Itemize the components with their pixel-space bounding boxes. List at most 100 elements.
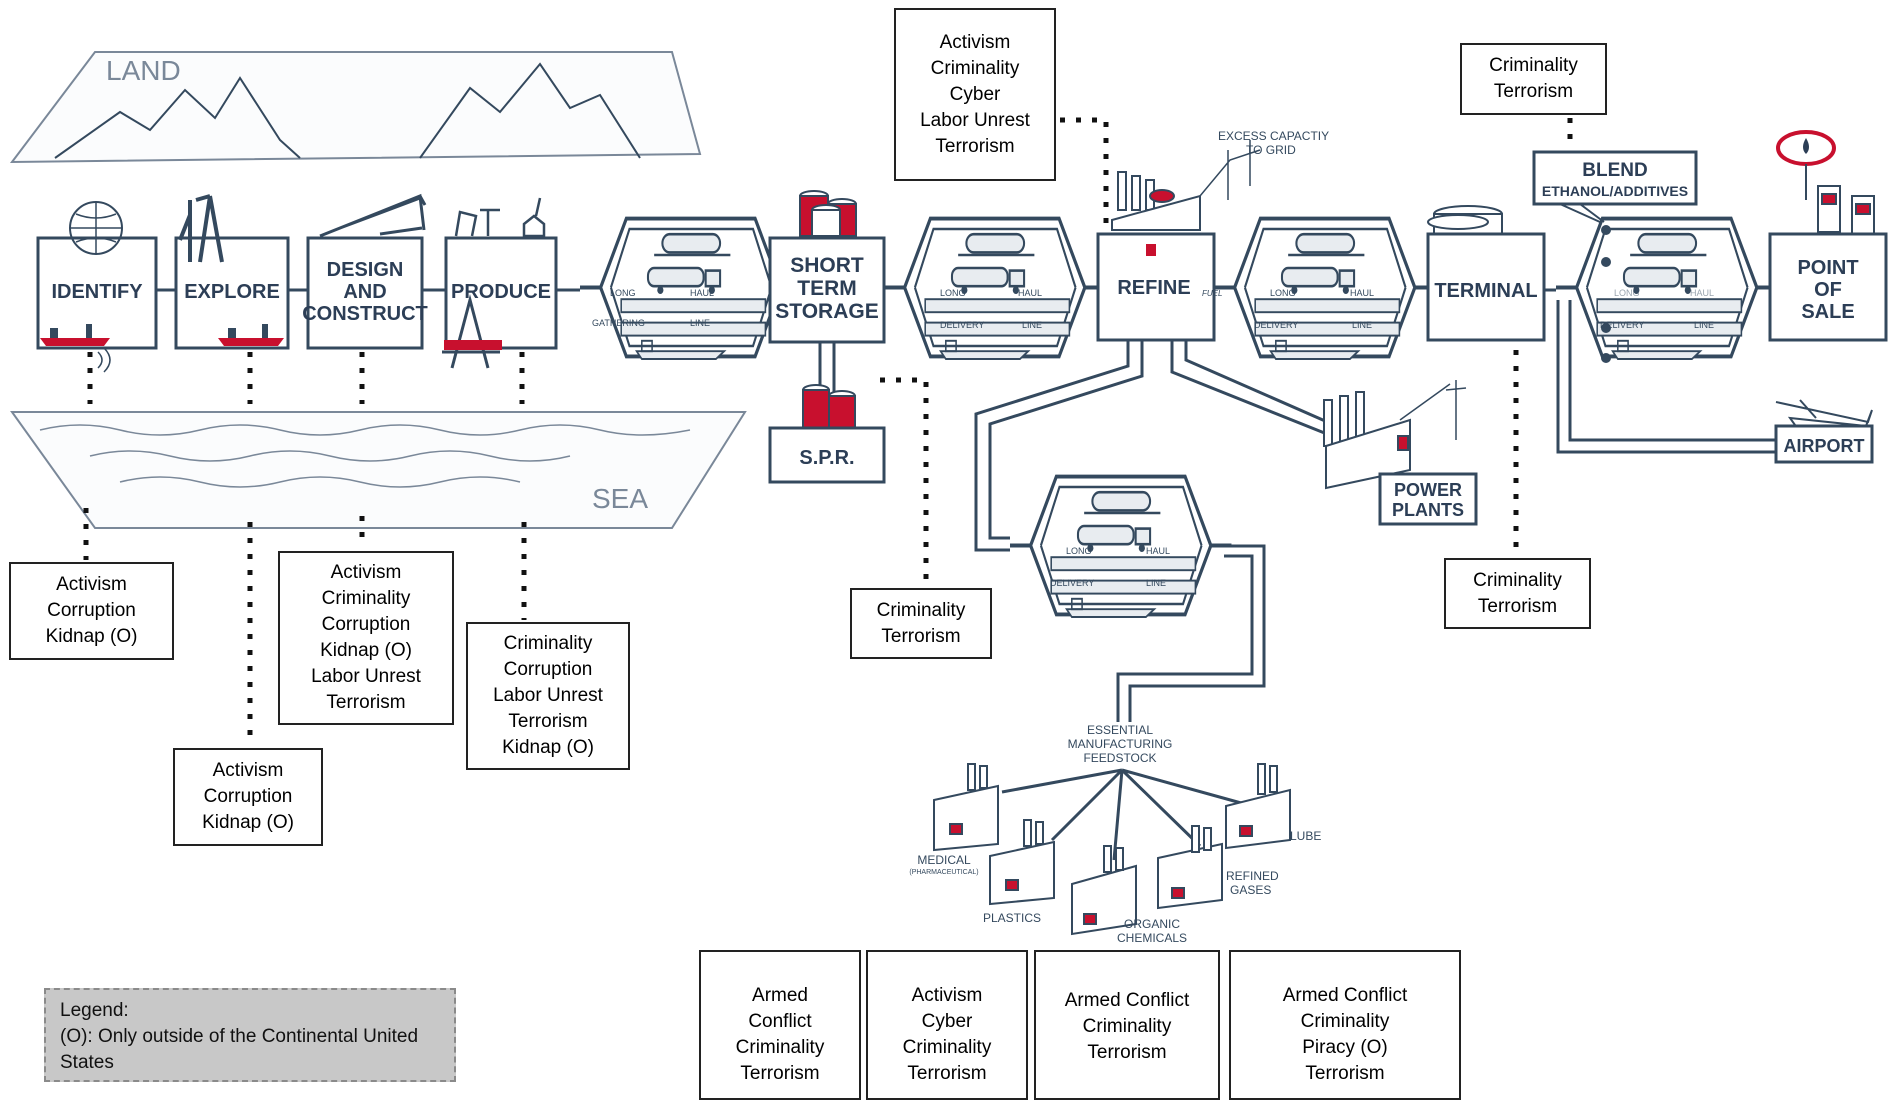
factory-icons <box>933 763 1291 936</box>
risk-box-pipeline: Activism Cyber Criminality Terrorism <box>866 950 1028 1100</box>
risk-item: Activism <box>330 562 402 583</box>
risk-item: Criminality <box>1300 1011 1390 1032</box>
risk-box-storage: Criminality Terrorism <box>850 588 992 659</box>
pos-label-1: POINT <box>1797 257 1858 279</box>
fuel-label: FUEL <box>1202 289 1222 298</box>
design-stage <box>306 236 424 350</box>
point-of-sale-stage <box>1768 232 1888 342</box>
risk-item: Criminality <box>876 599 966 621</box>
risk-box-identify: Activism Corruption Kidnap (O) <box>9 562 174 660</box>
spr-label: S.P.R. <box>799 447 854 469</box>
lube-label: LUBE <box>1290 829 1321 843</box>
risk-item: Criminality <box>1082 1016 1172 1037</box>
line-label-2: LINE <box>1022 320 1042 330</box>
storage-label-2: TERM <box>797 277 857 300</box>
line-label-3: LINE <box>1352 320 1372 330</box>
airport-label: AIRPORT <box>1784 436 1865 456</box>
risk-item: Activism <box>212 760 284 781</box>
risk-item: Criminality <box>1489 55 1578 76</box>
risk-item: Terrorism <box>881 625 961 647</box>
power-plant-icon <box>1323 391 1411 490</box>
legend-title: Legend: <box>60 1000 129 1021</box>
design-label-1: DESIGN <box>327 259 404 281</box>
spr-tanks-icon <box>802 384 856 433</box>
mountains-right <box>419 62 641 159</box>
short-term-storage-stage <box>768 236 886 344</box>
risk-item: Labor Unrest <box>920 109 1030 131</box>
risk-item: Piracy (O) <box>1302 1037 1388 1058</box>
risk-leader-lines <box>83 117 1573 744</box>
feedstock-trunk <box>1116 544 1266 722</box>
power-plant-pipe <box>1170 340 1333 438</box>
sea-panel <box>10 411 747 529</box>
risk-box-truck: Armed Conflict Criminality Terrorism <box>1034 950 1220 1100</box>
airport-stage <box>1774 424 1874 464</box>
ship-icon <box>40 324 284 346</box>
haul-label-5: HAUL <box>1146 546 1170 556</box>
feedstock-title-3: FEEDSTOCK <box>1083 751 1156 765</box>
risk-item: Activism <box>911 985 983 1006</box>
risk-item: Kidnap (O) <box>202 812 294 833</box>
refinery-icon <box>1111 171 1201 231</box>
risk-item: Terrorism <box>1305 1063 1385 1084</box>
power-plants-label-1: POWER <box>1394 480 1462 500</box>
risk-item: Terrorism <box>508 711 588 732</box>
sea-label: SEA <box>592 483 648 514</box>
risk-item: Corruption <box>503 659 593 680</box>
risk-item: Criminality <box>902 1037 992 1058</box>
pos-label-3: SALE <box>1801 301 1854 323</box>
risk-box-terminal: Criminality Terrorism <box>1444 558 1591 629</box>
feedstock-pipe <box>974 340 1144 552</box>
risk-item: Terrorism <box>1477 595 1558 617</box>
line-label-1: LINE <box>690 318 710 328</box>
long-label-3: LONG <box>1270 288 1296 298</box>
upstream-chain <box>36 236 580 350</box>
power-plants-stage <box>1378 472 1478 526</box>
power-line-icon-2 <box>1399 380 1467 440</box>
risk-item: Kidnap (O) <box>502 737 594 758</box>
blend-connectors <box>1559 203 1605 223</box>
haul-label-1: HAUL <box>690 288 714 298</box>
risk-item: Terrorism <box>1087 1042 1167 1063</box>
long-label-2: LONG <box>940 288 966 298</box>
risk-item: Activism <box>939 31 1011 53</box>
storage-tanks-icon <box>799 190 857 237</box>
oil-rig-base <box>444 340 502 350</box>
risk-item: Criminality <box>503 633 593 654</box>
risk-item: Cyber <box>921 1011 973 1032</box>
delivery-label-4: DELIVERY <box>1600 320 1644 330</box>
haul-label-3: HAUL <box>1350 288 1374 298</box>
power-line-icon <box>1199 140 1261 200</box>
storage-label-1: SHORT <box>790 254 864 277</box>
blend-valves <box>1601 225 1611 363</box>
refined-gases-label-1: REFINED <box>1226 869 1279 883</box>
risk-item: Terrorism <box>326 692 406 713</box>
risk-item: Criminality <box>930 57 1020 79</box>
risk-item: Armed Conflict <box>1282 985 1408 1006</box>
identify-label: IDENTIFY <box>51 281 143 303</box>
feedstock-title-1: ESSENTIAL <box>1087 723 1153 737</box>
crane-icon <box>319 193 427 238</box>
haul-label-2: HAUL <box>1018 288 1042 298</box>
risk-item: Corruption <box>321 614 411 635</box>
long-label-4: LONG <box>1614 288 1640 298</box>
risk-box-produce: Criminality Corruption Labor Unrest Terr… <box>466 622 630 770</box>
spr-stage <box>768 426 886 484</box>
refine-door <box>1146 244 1156 256</box>
delivery-label-2: DELIVERY <box>940 320 984 330</box>
medical-sub-label: (PHARMACEUTICAL) <box>909 869 978 876</box>
plastics-label: PLASTICS <box>983 911 1041 925</box>
risk-item: Labor Unrest <box>493 685 603 706</box>
land-label: LAND <box>106 55 181 86</box>
risk-item: Terrorism <box>907 1063 987 1084</box>
legend-text: (O): Only outside of the Continental Uni… <box>60 1026 419 1073</box>
risk-item: Kidnap (O) <box>320 640 412 661</box>
risk-item: Labor Unrest <box>311 666 421 687</box>
blend-label-1: BLEND <box>1582 160 1647 181</box>
line-label-4: LINE <box>1694 320 1714 330</box>
blend-label-2: ETHANOL/ADDITIVES <box>1542 183 1688 199</box>
produce-stage <box>444 236 558 350</box>
risk-box-explore: Activism Corruption Kidnap (O) <box>173 748 323 846</box>
risk-item: Armed Conflict <box>1064 990 1190 1011</box>
delivery-label-5: DELIVERY <box>1050 578 1094 588</box>
